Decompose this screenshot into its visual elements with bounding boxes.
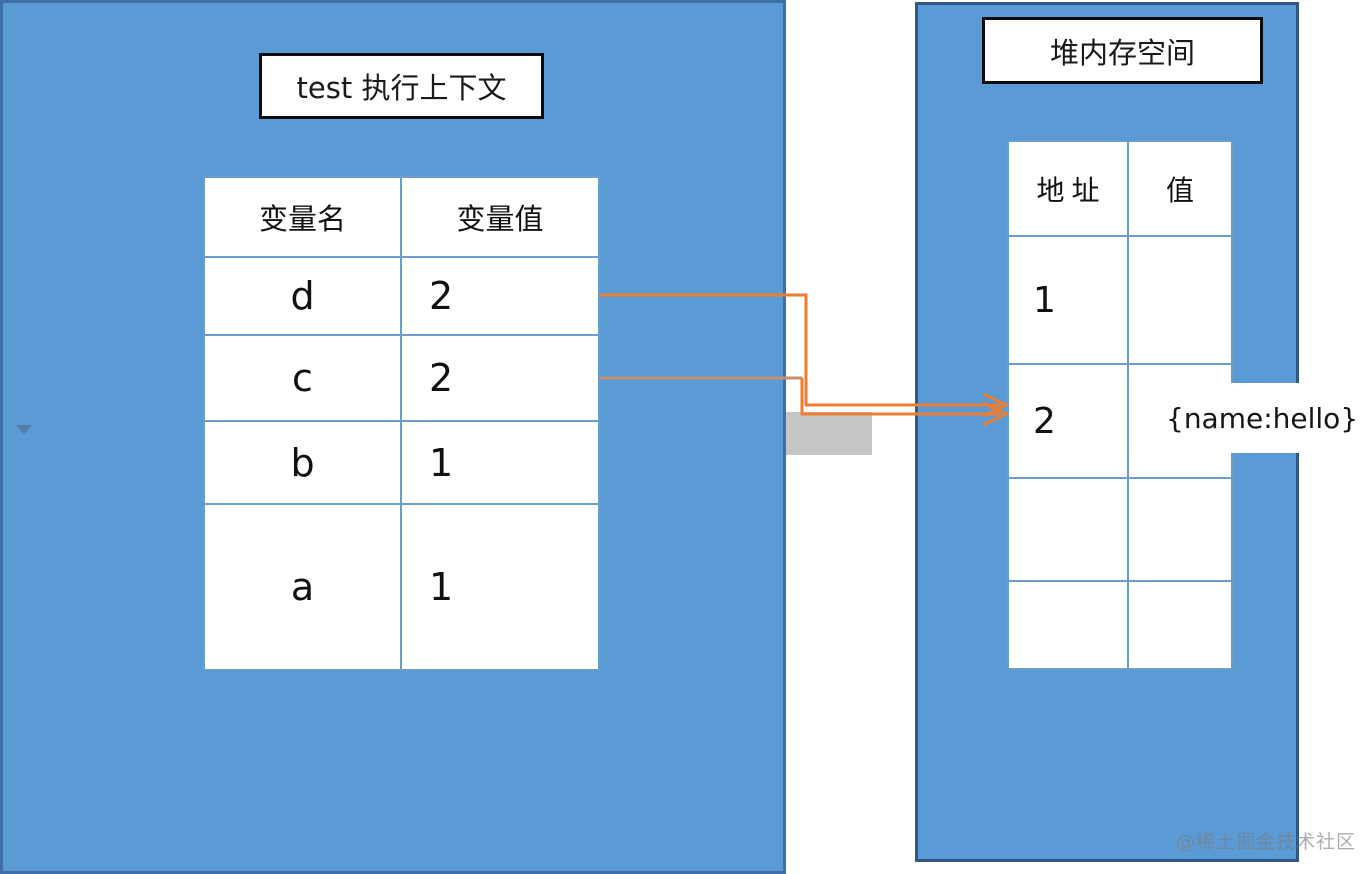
- table-cell-var-name: d: [205, 258, 400, 334]
- cursor-triangle-icon: [16, 425, 32, 435]
- heap-cell-value: [1129, 237, 1231, 363]
- heap-cell-address: 2: [1009, 365, 1127, 477]
- execution-context-title-label: test 执行上下文: [296, 71, 507, 105]
- table-cell-var-value: 2: [402, 336, 598, 420]
- execution-context-title: test 执行上下文: [259, 53, 544, 119]
- heap-cell-value: [1129, 479, 1231, 580]
- table-cell-var-value: 2: [402, 258, 598, 334]
- heap-cell-address: [1009, 582, 1127, 668]
- heap-cell-value: [1129, 582, 1231, 668]
- heap-header-address: 地 址: [1009, 142, 1127, 235]
- variables-header-name: 变量名: [205, 178, 400, 256]
- table-cell-var-value: 1: [402, 422, 598, 503]
- heap-title-label: 堆内存空间: [1049, 37, 1195, 70]
- heap-cell-address: [1009, 479, 1127, 580]
- watermark: @稀土掘金技术社区: [1176, 831, 1357, 853]
- variables-table: 变量名 变量值 d 2 c 2 b 1 a 1: [203, 176, 600, 671]
- table-cell-var-value: 1: [402, 505, 598, 669]
- variables-header-value: 变量值: [402, 178, 598, 256]
- heap-header-value: 值: [1129, 142, 1231, 235]
- heap-title: 堆内存空间: [982, 17, 1263, 84]
- table-cell-var-name: b: [205, 422, 400, 503]
- heap-cell-address: 1: [1009, 237, 1127, 363]
- table-cell-var-name: c: [205, 336, 400, 420]
- heap-object-value-label: {name:hello}: [1166, 401, 1359, 435]
- heap-object-value-box: {name:hello}: [1130, 383, 1366, 453]
- table-cell-var-name: a: [205, 505, 400, 669]
- gray-rectangle: [786, 412, 872, 455]
